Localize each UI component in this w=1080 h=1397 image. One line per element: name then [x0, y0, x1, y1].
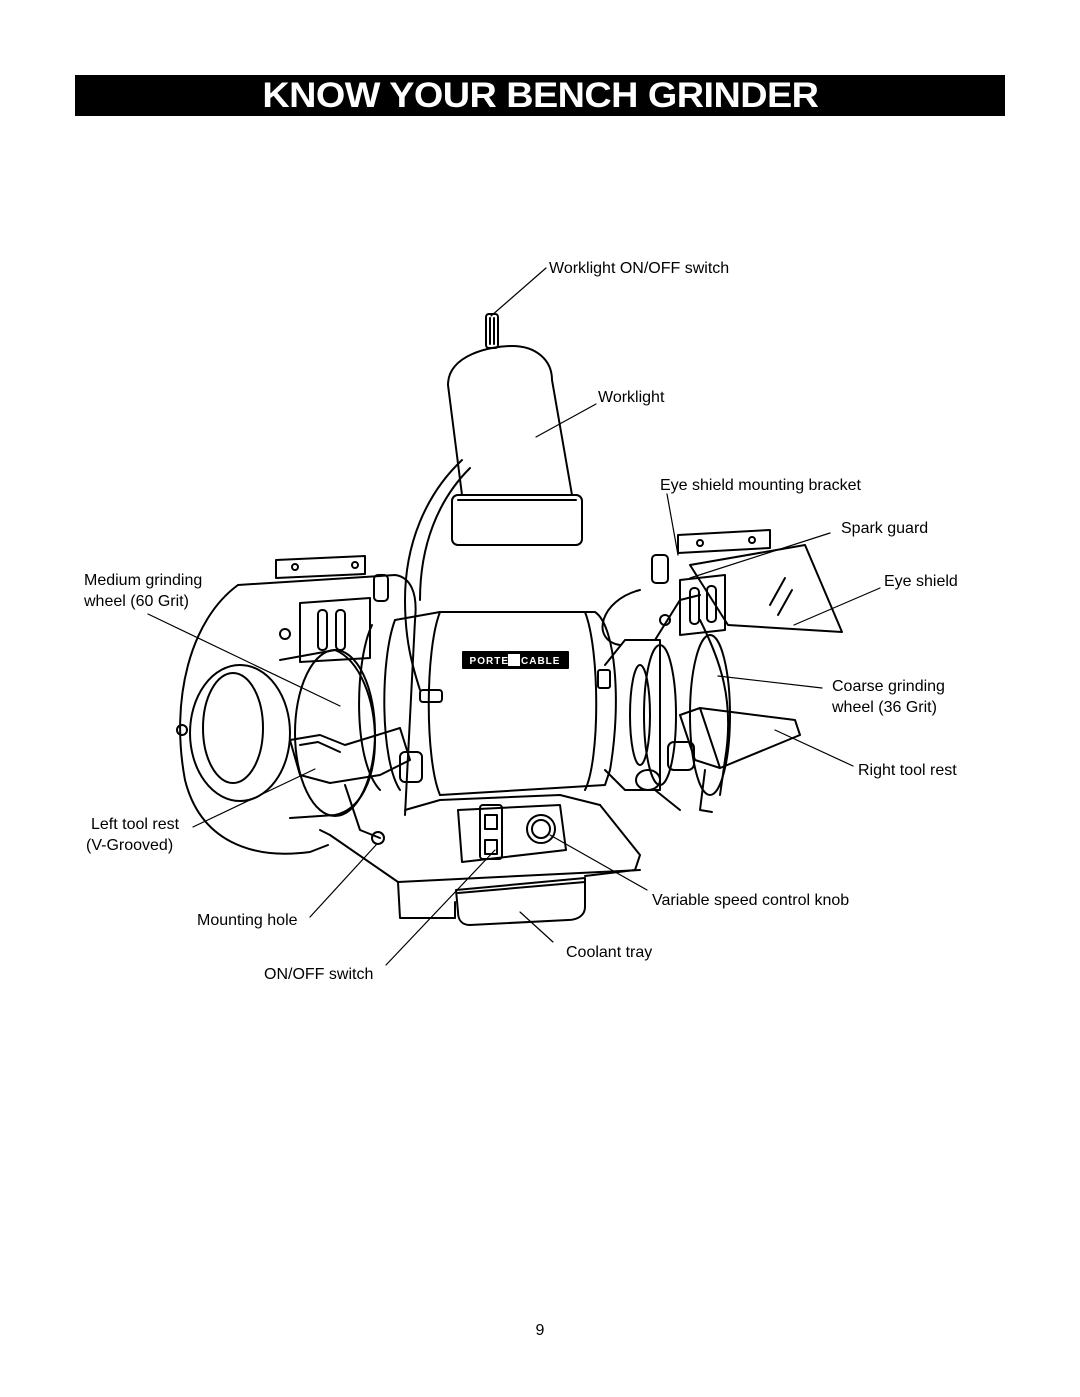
- leader-lines: [147, 267, 881, 966]
- right-tool-rest: [635, 707, 801, 813]
- label-speed-knob: Variable speed control knob: [652, 892, 850, 909]
- control-panel: [457, 804, 567, 863]
- label-medium-wheel-line1: Medium grinding: [84, 572, 203, 589]
- label-coolant-tray: Coolant tray: [566, 944, 653, 961]
- eye-shield: [689, 544, 843, 633]
- label-mounting-hole: Mounting hole: [197, 912, 298, 929]
- worklight-arm-inner: [419, 467, 471, 601]
- porter-cable-logo-text: PORTER CABLE: [470, 656, 561, 667]
- label-spark-guard: Spark guard: [841, 520, 929, 537]
- label-on-off-switch: ON/OFF switch: [264, 966, 374, 983]
- page-number: 9: [535, 1322, 545, 1339]
- right-eye-shield-bracket: [651, 529, 771, 636]
- label-right-tool-rest: Right tool rest: [858, 762, 957, 779]
- page-title: KNOW YOUR BENCH GRINDER: [261, 75, 819, 115]
- right-shaft: [597, 639, 677, 791]
- worklight-lamp: [447, 345, 583, 546]
- left-wheel-guard: [176, 574, 417, 855]
- worklight-switch-icon: [485, 313, 499, 349]
- label-coarse-wheel-line2: wheel (36 Grit): [832, 699, 937, 716]
- label-medium-wheel-line2: wheel (60 Grit): [84, 593, 189, 610]
- title-banner: KNOW YOUR BENCH GRINDER: [75, 75, 1005, 116]
- left-tool-rest: [289, 727, 423, 845]
- label-left-tool-rest-line2: (V-Grooved): [86, 837, 174, 854]
- label-left-tool-rest-line1: Left tool rest: [91, 816, 180, 833]
- motor-housing: [358, 611, 617, 796]
- porter-cable-logo: [462, 651, 569, 669]
- label-eye-shield-bracket: Eye shield mounting bracket: [660, 477, 861, 494]
- label-eye-shield: Eye shield: [884, 573, 958, 590]
- coolant-tray: [455, 877, 586, 926]
- label-worklight: Worklight: [598, 389, 665, 406]
- label-coarse-wheel-line1: Coarse grinding: [832, 678, 945, 695]
- left-eye-shield-bracket: [275, 555, 389, 663]
- label-worklight-switch: Worklight ON/OFF switch: [549, 260, 730, 277]
